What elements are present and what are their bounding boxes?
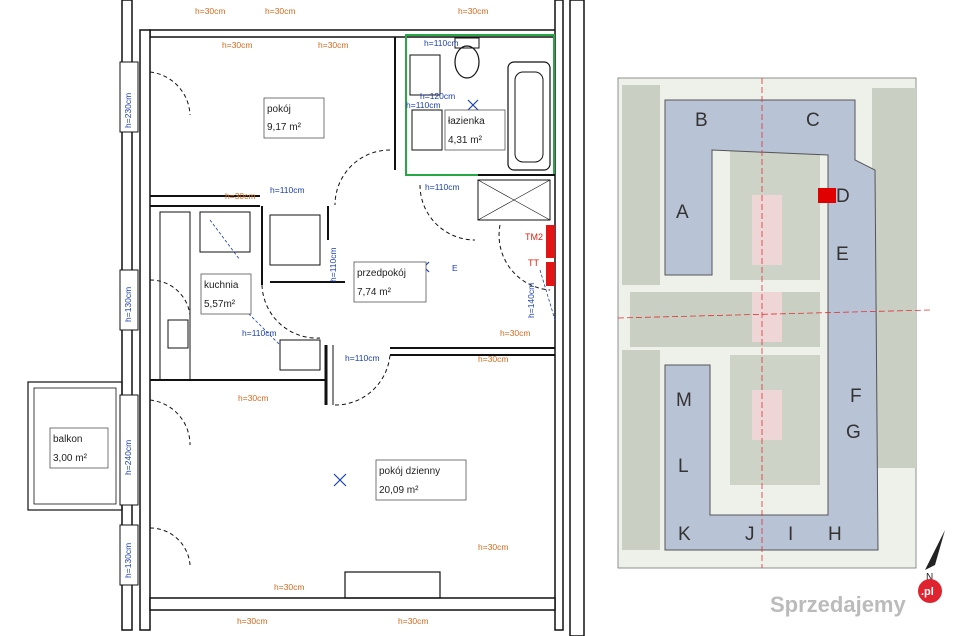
svg-text:h=30cm: h=30cm [222, 40, 252, 50]
svg-text:h=110cm: h=110cm [242, 328, 277, 338]
building-m: M [676, 390, 692, 411]
svg-text:h=110cm: h=110cm [345, 353, 380, 363]
door-swings [149, 71, 551, 566]
svg-text:h=230cm: h=230cm [123, 93, 133, 128]
svg-text:20,09 m²: 20,09 m² [379, 485, 419, 496]
svg-text:4,31 m²: 4,31 m² [448, 135, 483, 146]
svg-text:h=30cm: h=30cm [398, 616, 428, 626]
height-annotations: h=30cm h=30cm h=30cm h=30cm h=30cm h=30c… [123, 6, 536, 626]
tm2-panel [546, 225, 555, 258]
svg-text:h=30cm: h=30cm [318, 40, 348, 50]
svg-text:.pl: .pl [921, 586, 934, 598]
svg-text:kuchnia: kuchnia [204, 280, 239, 291]
e-marker: E [452, 263, 458, 273]
svg-text:h=110cm: h=110cm [424, 38, 459, 48]
svg-text:h=30cm: h=30cm [238, 393, 268, 403]
building-f: F [850, 386, 862, 407]
svg-text:h=130cm: h=130cm [123, 287, 133, 322]
building-k: K [678, 524, 691, 545]
svg-text:łazienka: łazienka [448, 116, 485, 127]
building-h: H [828, 524, 842, 545]
room-label-kuchnia: kuchnia 5,57m² [200, 273, 252, 315]
building-b: B [695, 110, 708, 131]
room-label-balkon: balkon 3,00 m² [49, 427, 109, 469]
svg-text:przedpokój: przedpokój [357, 268, 406, 279]
svg-text:3,00 m²: 3,00 m² [53, 453, 88, 464]
site-plan: A B C D E F G H I J K L M [617, 77, 931, 569]
building-i: I [788, 524, 793, 545]
building-l: L [678, 456, 689, 477]
building-e: E [836, 244, 849, 265]
svg-text:h=30cm: h=30cm [458, 6, 488, 16]
north-arrow-icon: N [925, 530, 945, 583]
svg-text:h=30cm: h=30cm [500, 328, 530, 338]
tt-panel [546, 262, 555, 286]
apartment-location-marker [818, 188, 836, 203]
svg-text:h=30cm: h=30cm [265, 6, 295, 16]
svg-text:h=110cm: h=110cm [406, 100, 441, 110]
svg-text:h=140cm: h=140cm [526, 283, 536, 318]
windows [119, 61, 139, 586]
room-label-pokoj-dzienny: pokój dzienny 20,09 m² [375, 459, 467, 501]
building-j: J [745, 524, 755, 545]
svg-text:h=110cm: h=110cm [425, 182, 460, 192]
light-points [225, 99, 479, 487]
svg-text:h=30cm: h=30cm [237, 616, 267, 626]
walls [27, 0, 585, 636]
svg-text:h=30cm: h=30cm [478, 354, 508, 364]
building-d: D [836, 186, 850, 207]
svg-text:h=120cm: h=120cm [420, 91, 455, 101]
svg-text:7,74 m²: 7,74 m² [357, 287, 392, 298]
tt-label: TT [528, 258, 539, 268]
svg-text:h=110cm: h=110cm [270, 185, 305, 195]
svg-text:h=130cm: h=130cm [123, 543, 133, 578]
tm2-label: TM2 [525, 232, 543, 242]
room-label-lazienka: łazienka 4,31 m² [444, 109, 506, 151]
building-g: G [846, 422, 861, 443]
svg-text:pokój dzienny: pokój dzienny [379, 466, 440, 477]
svg-text:9,17 m²: 9,17 m² [267, 122, 302, 133]
svg-text:N: N [926, 572, 933, 583]
svg-text:pokój: pokój [267, 104, 291, 115]
building-c: C [806, 110, 820, 131]
svg-text:Sprzedajemy: Sprzedajemy [770, 592, 906, 617]
svg-text:h=110cm: h=110cm [328, 247, 338, 282]
svg-text:h=30cm: h=30cm [274, 582, 304, 592]
svg-text:balkon: balkon [53, 434, 82, 445]
svg-text:h=240cm: h=240cm [123, 440, 133, 475]
building-a: A [676, 202, 689, 223]
svg-text:5,57m²: 5,57m² [204, 299, 236, 310]
svg-text:h=30cm: h=30cm [195, 6, 225, 16]
svg-text:h=30cm: h=30cm [478, 542, 508, 552]
watermark: Sprzedajemy .pl [770, 579, 942, 617]
electrical-lines [209, 219, 556, 346]
room-label-przedpokoj: przedpokój 7,74 m² [353, 261, 427, 303]
svg-text:h=30cm: h=30cm [225, 191, 255, 201]
room-label-pokoj: pokój 9,17 m² [263, 97, 325, 139]
